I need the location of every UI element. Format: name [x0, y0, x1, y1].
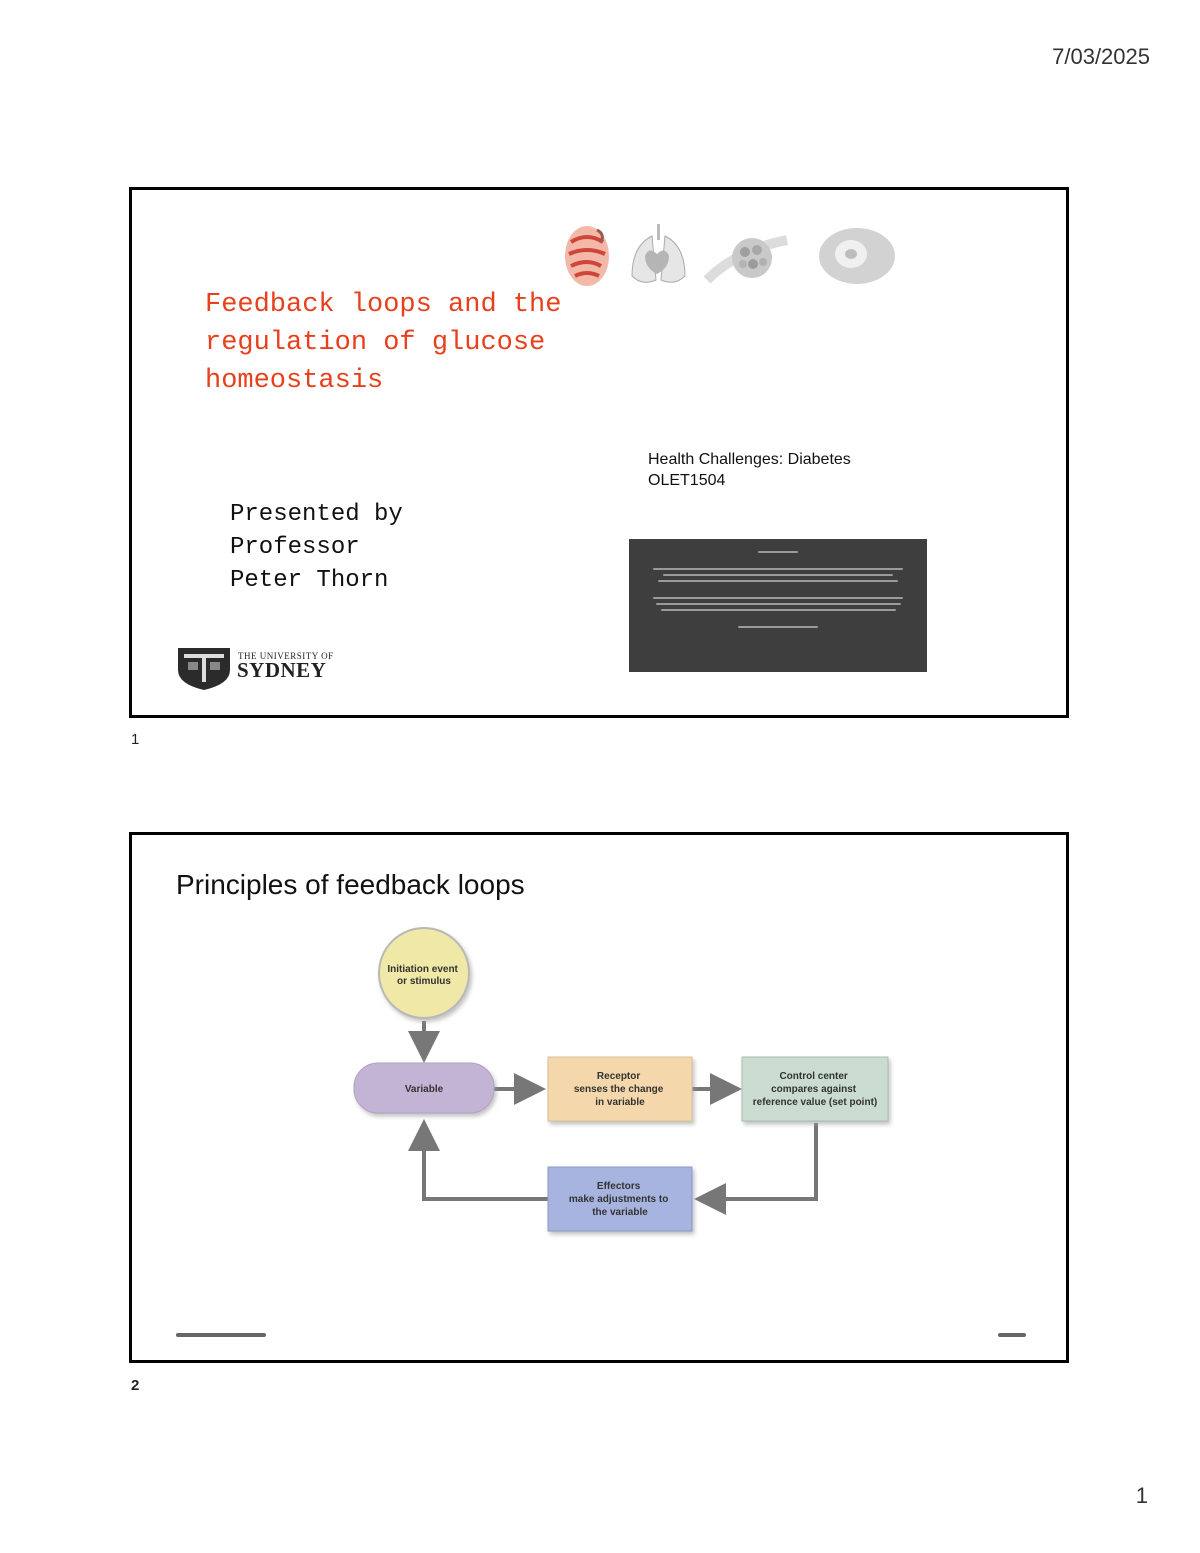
title-line: regulation of glucose	[205, 328, 546, 358]
arrow-effectors-to-variable	[408, 1119, 548, 1201]
effectors-label: the variable	[592, 1207, 648, 1218]
cell-icon	[819, 228, 895, 284]
slide-title: Feedback loops and the regulation of glu…	[205, 286, 625, 400]
title-line: Feedback loops and the	[205, 290, 562, 320]
title-line: homeostasis	[205, 366, 384, 396]
slide-number: 2	[131, 1377, 140, 1394]
stimulus-node: Initiation event or stimulus	[378, 927, 470, 1019]
slide-footer-source	[176, 1333, 266, 1337]
intestine-icon	[565, 226, 609, 286]
slide-1: Feedback loops and the regulation of glu…	[129, 187, 1069, 718]
university-crest-icon	[178, 648, 230, 690]
svg-text:Receptor senses the ch: Receptor senses the change in variable	[574, 1071, 666, 1108]
effectors-label: Effectors	[597, 1181, 641, 1192]
presenter-line: Peter Thorn	[230, 567, 389, 594]
presenter-line: Professor	[230, 534, 360, 561]
effectors-label: make adjustments to	[569, 1194, 668, 1205]
slide-number: 1	[131, 731, 140, 748]
course-name: Health Challenges: Diabetes	[648, 451, 851, 468]
svg-text:Control center compare: Control center compares against referenc…	[753, 1071, 877, 1108]
acknowledgement-panel	[629, 539, 927, 672]
control-center-node: Control center compares against referenc…	[741, 1056, 889, 1122]
stimulus-label: Initiation event	[387, 964, 458, 975]
slide-title: Principles of feedback loops	[176, 869, 525, 900]
effectors-node: Effectors make adjustments to the variab…	[547, 1166, 693, 1232]
receptor-label: senses the change	[574, 1084, 664, 1095]
stimulus-label: or stimulus	[397, 976, 451, 987]
slide-2: Principles of feedback loops Initiation …	[129, 832, 1069, 1363]
lungs-heart-icon	[631, 224, 686, 283]
variable-label: Variable	[405, 1084, 444, 1095]
university-name-small: THE UNIVERSITY OF	[238, 651, 334, 661]
organ-images	[565, 224, 895, 286]
course-code: OLET1504	[648, 472, 726, 489]
course-info: Health Challenges: Diabetes OLET1504	[648, 449, 851, 491]
slide-footer-number	[998, 1333, 1026, 1337]
presenter-info: Presented by Professor Peter Thorn	[230, 498, 403, 597]
variable-node: Variable	[353, 1062, 495, 1114]
receptor-node: Receptor senses the change in variable	[547, 1056, 693, 1122]
page-date: 7/03/2025	[1052, 44, 1150, 69]
presenter-line: Presented by	[230, 501, 403, 528]
svg-text:Effectors make adjustm: Effectors make adjustments to the variab…	[569, 1181, 671, 1218]
pancreas-islet-icon	[703, 235, 788, 284]
control-label: compares against	[771, 1084, 857, 1095]
control-label: reference value (set point)	[753, 1097, 877, 1108]
receptor-label: Receptor	[597, 1071, 640, 1082]
svg-text:Initiation event or st: Initiation event or stimulus	[387, 964, 460, 987]
control-label: Control center	[779, 1071, 847, 1082]
page-number: 1	[1135, 1483, 1148, 1508]
feedback-loop-diagram: Initiation event or stimulus Variable Re…	[353, 927, 889, 1232]
receptor-label: in variable	[595, 1097, 645, 1108]
arrow-control-to-effectors	[694, 1123, 818, 1215]
university-name: SYDNEY	[237, 658, 327, 682]
